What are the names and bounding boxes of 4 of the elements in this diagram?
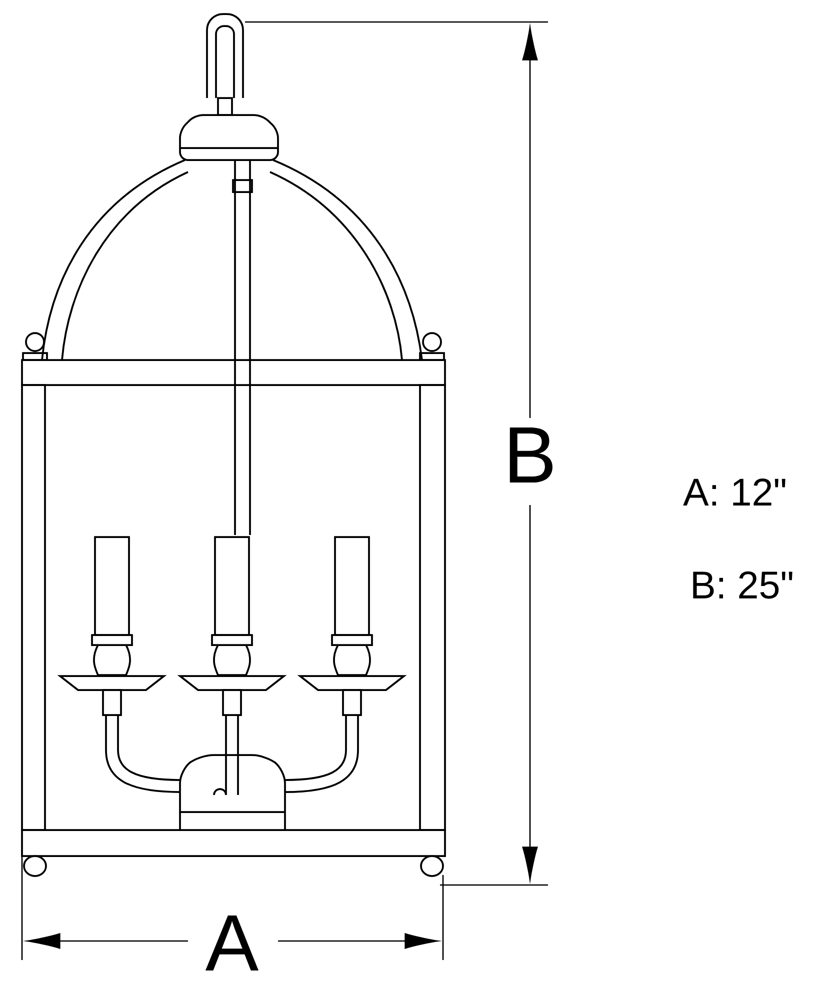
dimension-value: A: 12" xyxy=(683,478,786,506)
dimension-letter: A xyxy=(205,916,259,971)
dimension-value: B: 25" xyxy=(693,571,792,599)
dimension-letter: B xyxy=(510,428,552,483)
